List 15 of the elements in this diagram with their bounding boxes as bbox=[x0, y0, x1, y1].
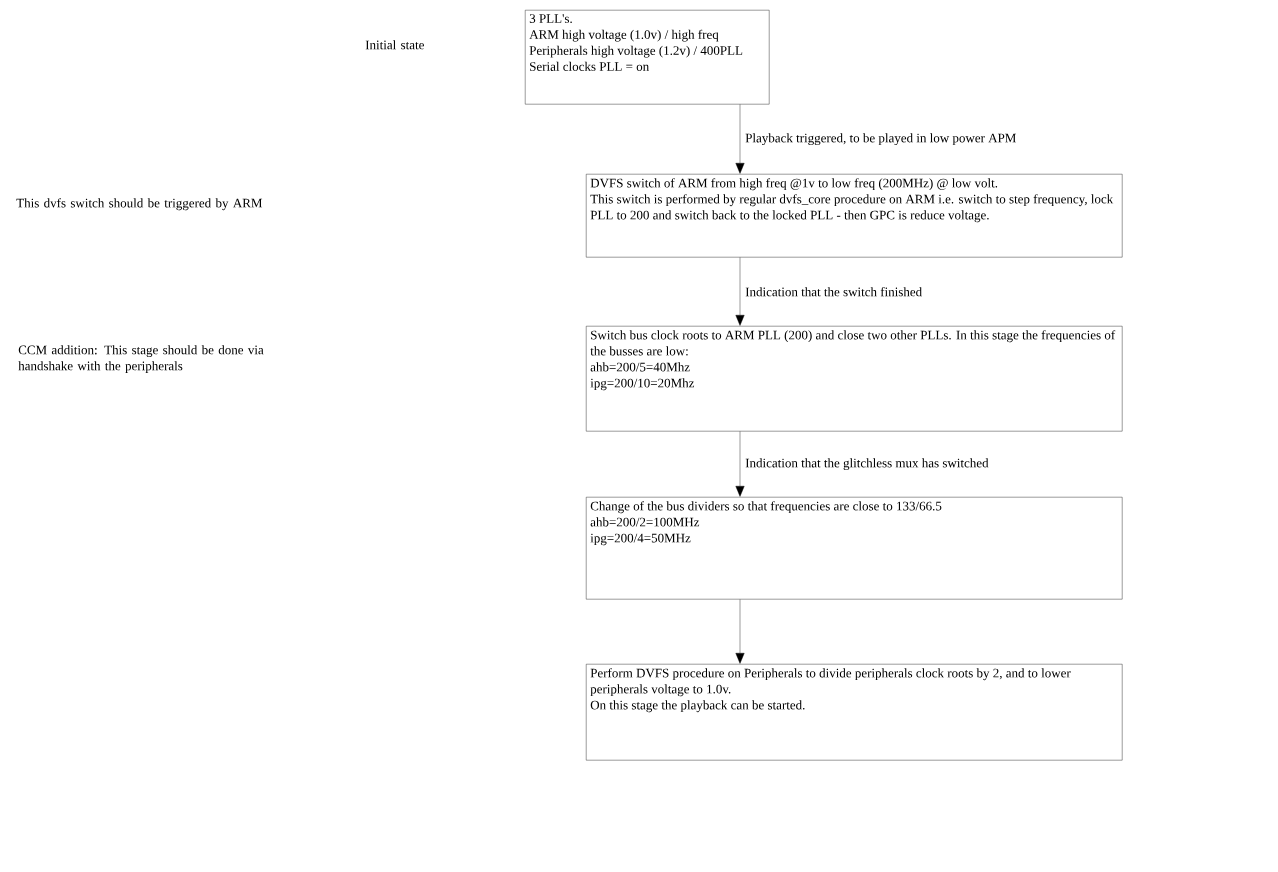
process-box: Switch bus clock roots to ARM PLL (200) and close two other PLLs. In this stage the frequencies of the busses are low: ahb=200/5=40Mhz ipg=200/10=20Mhz bbox=[586, 326, 1123, 432]
process-box: Perform DVFS procedure on Peripherals to divide peripherals clock roots by 2, and to lower peripherals voltage to 1.0v. On this stage the playback can be started. bbox=[586, 664, 1123, 761]
process-box: Change of the bus dividers so that frequencies are close to 133/66.5 ahb=200/2=100MHz ipg=200/4=50MHz bbox=[586, 497, 1123, 600]
side-note: CCM addition: This stage should be done via handshake with the peripherals bbox=[18, 345, 264, 373]
arrow bbox=[735, 104, 745, 174]
edge-label: Indication that the switch finished bbox=[744, 286, 924, 298]
process-box: DVFS switch of ARM from high freq @1v to low freq (200MHz) @ low volt. This switch is performed by regular dvfs_core procedure on ARM i.e. switch to step frequency, lock PLL to 200 and switch back to the locked PLL - then GPC is reduce voltage. bbox=[586, 174, 1123, 258]
side-note: This dvfs switch should be triggered by ARM bbox=[16, 198, 263, 211]
side-note: Initial state bbox=[365, 40, 424, 50]
arrow bbox=[735, 431, 745, 497]
process-box: 3 PLL's. ARM high voltage (1.0v) / high freq Peripherals high voltage (1.2v) / 400PLL Serial clocks PLL = on bbox=[525, 10, 770, 105]
arrow bbox=[735, 599, 745, 664]
edge-label: Playback triggered, to be played in low power APM bbox=[744, 132, 1018, 147]
edge-label: Indication that the glitchless mux has switched bbox=[744, 457, 990, 472]
arrow bbox=[735, 257, 745, 326]
